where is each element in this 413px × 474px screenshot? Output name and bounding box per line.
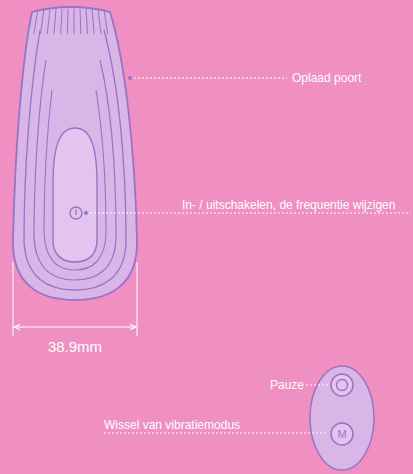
leader-line: [306, 385, 328, 386]
ridge-stroke: [86, 9, 88, 34]
device-body: [13, 7, 137, 300]
dimension-label: 38.9mm: [48, 339, 102, 354]
mode-button: [331, 423, 353, 445]
ridge-stroke: [34, 9, 38, 34]
pause-button: [331, 374, 353, 396]
part-label: Pauze: [270, 379, 304, 391]
power-button: [70, 207, 82, 219]
ridge-stroke: [47, 9, 50, 34]
button-symbol: M: [337, 429, 346, 440]
grip-ridges: [34, 9, 108, 34]
part-label: Oplaad poort: [292, 72, 361, 84]
ridge-stroke: [80, 9, 82, 34]
ridge-stroke: [92, 9, 94, 34]
device-slot: [53, 128, 97, 262]
device-contour: [24, 30, 126, 290]
leader-line: [104, 433, 328, 434]
ridge-stroke: [67, 9, 69, 34]
leader-line: [130, 78, 287, 79]
ridge-stroke: [74, 9, 75, 34]
extension-line: [13, 262, 14, 336]
dimension-line: [14, 326, 136, 327]
ridge-stroke: [54, 9, 56, 34]
ridge-stroke: [98, 9, 101, 34]
device-contour: [34, 60, 116, 280]
remote-body: [310, 366, 374, 470]
extension-line: [137, 262, 138, 336]
part-label: In- / uitschakelen, de frequentie wijzig…: [182, 199, 395, 211]
ridge-stroke: [41, 9, 44, 34]
part-label: Wissel van vibratiemodus: [104, 419, 240, 431]
leader-dot: [84, 211, 88, 215]
ridge-stroke: [104, 9, 108, 34]
leader-dot: [128, 76, 132, 80]
leader-line: [86, 213, 411, 214]
ridge-stroke: [61, 9, 62, 34]
device-contour: [44, 90, 106, 270]
